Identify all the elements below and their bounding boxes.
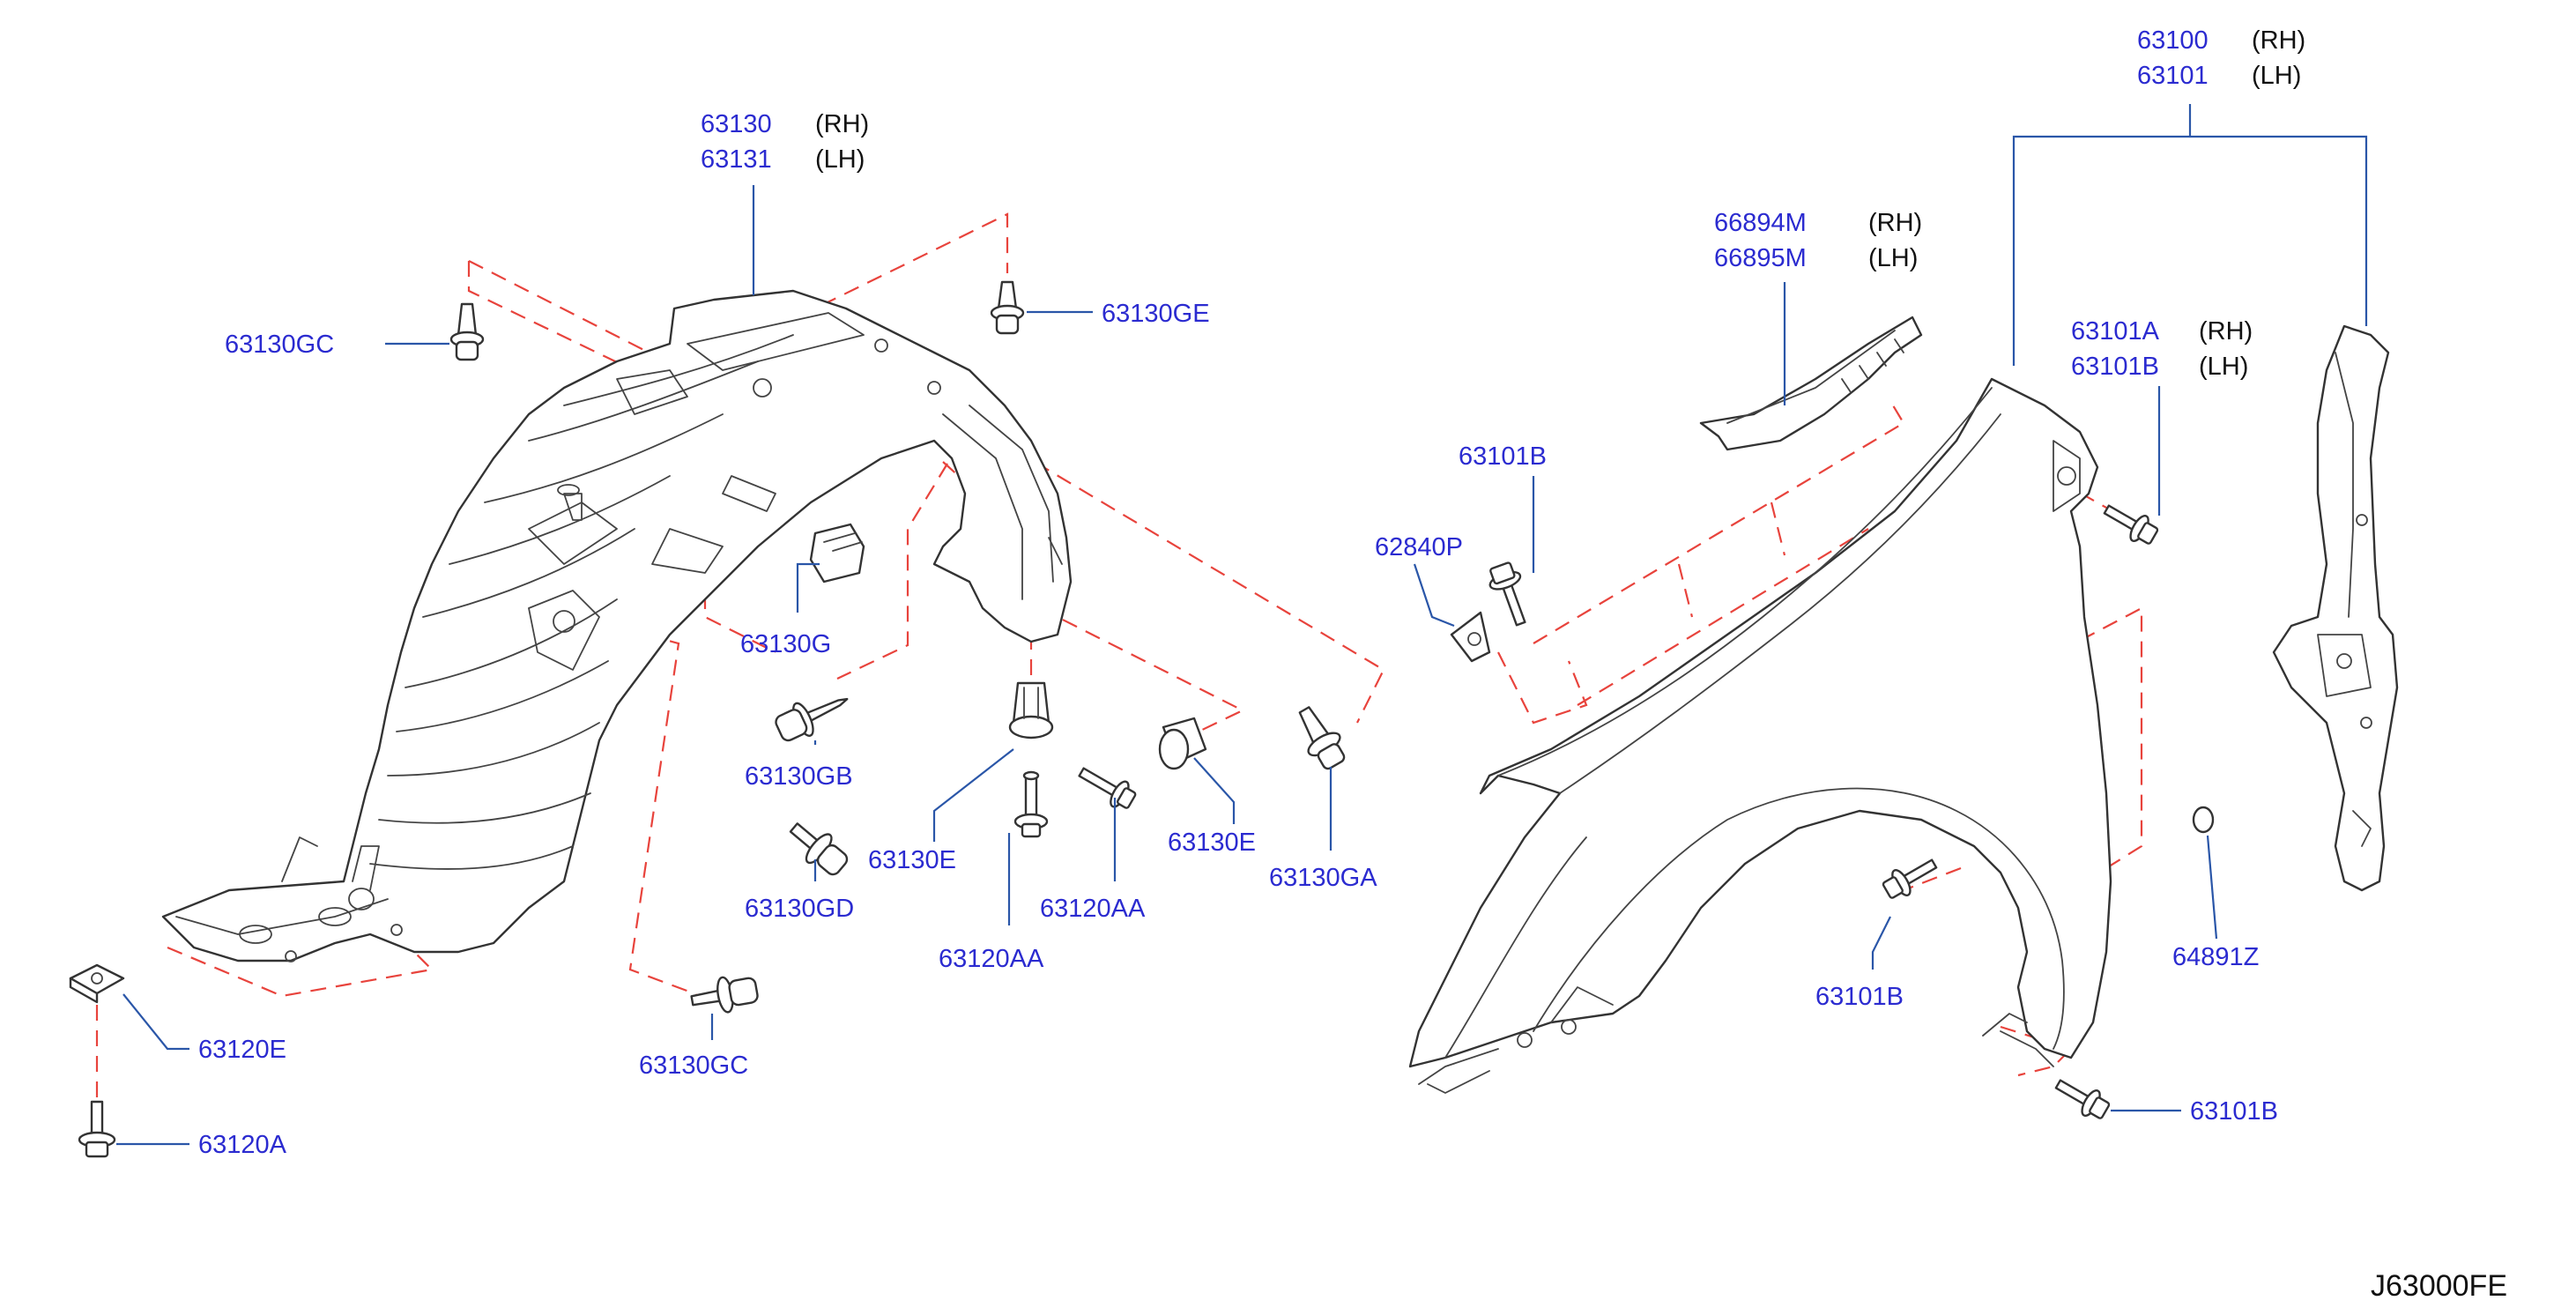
clip-icon-gc-upper[interactable] — [449, 302, 485, 361]
side-label-seal-lh: (LH) — [1868, 244, 1918, 272]
label-clip-gb: 63130GB — [745, 762, 853, 791]
part-number-seal-lh: 66895M — [1714, 244, 1807, 272]
fastening-dash-lines — [95, 212, 2143, 1102]
diagram-code: J63000FE — [2371, 1269, 2507, 1303]
part-labels: 63130 (RH) 63131 (LH) 63100 (RH) 63101 (… — [198, 26, 2507, 1303]
label-clip-e-left: 63130E — [868, 846, 956, 874]
label-clip-gd: 63130GD — [745, 895, 854, 923]
plug-icon-z[interactable] — [2192, 806, 2215, 834]
part-number-bracket-rh: 63101A — [2071, 317, 2160, 346]
clip-icon-gb[interactable] — [772, 683, 855, 747]
label-nut-e: 63120E — [198, 1036, 286, 1064]
label-screw-aa-right: 63120AA — [1040, 895, 1146, 923]
side-label-seal-rh: (RH) — [1868, 209, 1922, 237]
label-plug-z: 64891Z — [2172, 943, 2259, 971]
side-label-inner-fender-lh: (LH) — [815, 145, 865, 174]
label-clip-ge: 63130GE — [1102, 300, 1210, 328]
bolt-icon-b-top[interactable] — [2099, 497, 2161, 549]
side-label-fender-lh: (LH) — [2252, 62, 2301, 90]
part-number-inner-fender-lh: 63131 — [701, 145, 772, 174]
label-clip-ga: 63130GA — [1269, 864, 1377, 892]
part-number-fender-rh: 63100 — [2137, 26, 2209, 55]
screw-icon-aa-right[interactable] — [1074, 760, 1139, 814]
bolt-icon-b-top-left[interactable] — [1485, 561, 1536, 629]
bolt-icon-b-bottom[interactable] — [2051, 1072, 2112, 1124]
leader-lines — [116, 104, 2368, 1146]
side-label-bracket-lh: (LH) — [2199, 353, 2248, 381]
side-label-inner-fender-rh: (RH) — [815, 110, 869, 138]
label-bolt-bottom: 63101B — [2190, 1097, 2278, 1126]
part-number-inner-fender-rh: 63130 — [701, 110, 772, 138]
side-label-fender-rh: (RH) — [2252, 26, 2305, 55]
clip-icon-e-right[interactable] — [1158, 717, 1207, 770]
label-clip-gc-upper: 63130GC — [225, 331, 334, 359]
label-screw-a: 63120A — [198, 1131, 287, 1159]
clip-icon-gd[interactable] — [783, 814, 853, 881]
bolt-icon-b-lower[interactable] — [1880, 851, 1941, 903]
inner-fender-liner[interactable] — [161, 289, 1073, 962]
clip-icon-gc-lower[interactable] — [689, 972, 760, 1018]
label-protector-p: 62840P — [1375, 533, 1463, 561]
clip-icon-ga[interactable] — [1289, 701, 1352, 773]
part-number-bracket-lh: 63101B — [2071, 353, 2159, 381]
label-clip-e-right: 63130E — [1168, 829, 1256, 857]
side-label-bracket-rh: (RH) — [2199, 317, 2253, 346]
front-fender-panel[interactable] — [1408, 377, 2112, 1094]
part-number-fender-lh: 63101 — [2137, 62, 2209, 90]
clip-icon-e-left[interactable] — [1008, 681, 1054, 739]
label-clip-g: 63130G — [740, 630, 831, 658]
clip-icon-g[interactable] — [809, 523, 865, 583]
label-clip-gc-lower: 63130GC — [639, 1052, 748, 1080]
clip-nut-icon-e[interactable] — [69, 963, 125, 1004]
clip-icon-ge[interactable] — [990, 280, 1025, 335]
screw-icon-a[interactable] — [78, 1100, 116, 1158]
fender-seal[interactable] — [1699, 316, 1923, 451]
fender-mount-bracket[interactable] — [2272, 324, 2399, 892]
label-bolt-lower: 63101B — [1815, 983, 1904, 1011]
protector-icon-p[interactable] — [1450, 611, 1491, 663]
screw-icon-aa-left[interactable] — [1013, 770, 1049, 838]
label-bolt-top-left: 63101B — [1459, 442, 1547, 471]
label-screw-aa-left: 63120AA — [939, 945, 1044, 973]
part-number-seal-rh: 66894M — [1714, 209, 1807, 237]
